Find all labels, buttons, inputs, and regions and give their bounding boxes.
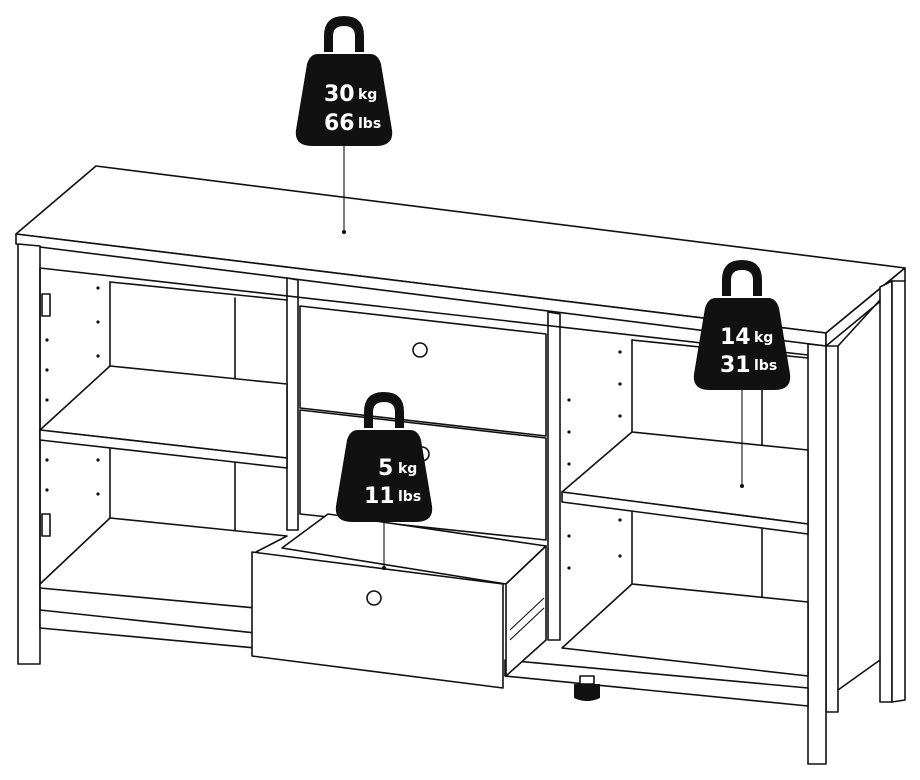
right-compartment [561, 339, 809, 677]
open-drawer [251, 513, 547, 689]
weight-shelf: 14 kg 31 lbs [693, 260, 791, 488]
weight-shelf-lbs-value: 31 [720, 353, 751, 378]
weight-top-lbs-value: 66 [324, 111, 355, 136]
weight-drawer-kg-value: 5 [378, 456, 393, 481]
weight-shelf-lbs-unit: lbs [754, 358, 777, 374]
weight-drawer-lbs-value: 11 [364, 484, 395, 509]
weight-top: 30 kg 66 lbs [295, 16, 393, 234]
weight-drawer-kg-unit: kg [398, 461, 417, 477]
weight-top-kg-unit: kg [358, 87, 377, 103]
right-side-panel [825, 280, 906, 713]
weight-drawer-lbs-unit: lbs [398, 489, 421, 505]
top-drawer [299, 305, 547, 437]
adjustable-foot [574, 675, 600, 701]
weight-shelf-kg-unit: kg [754, 330, 773, 346]
left-compartment [39, 267, 288, 611]
weight-shelf-kg-value: 14 [720, 325, 751, 350]
weight-top-kg-value: 30 [324, 82, 355, 107]
weight-top-lbs-unit: lbs [358, 116, 381, 132]
weight-drawer: 5 kg 11 lbs [335, 392, 433, 570]
